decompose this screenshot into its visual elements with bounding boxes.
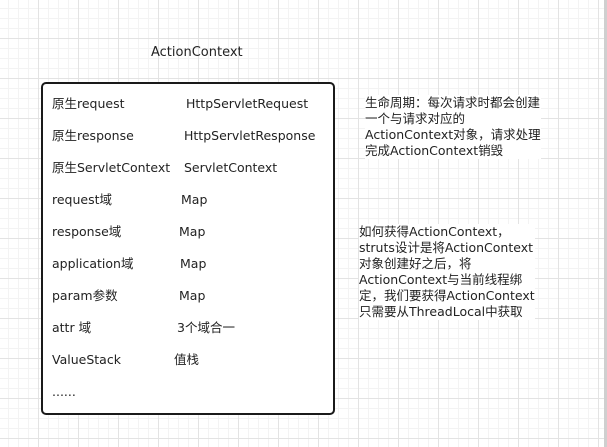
howto-note: 如何获得ActionContext， struts设计是将ActionConte… <box>359 224 535 320</box>
lifecycle-note-line: 一个与请求对应的 <box>365 111 466 126</box>
row-value-2: ServletContext <box>184 160 278 175</box>
lifecycle-note-line: ActionContext对象，请求处理 <box>365 127 541 142</box>
row-value-4: Map <box>179 224 206 239</box>
row-key-8: ValueStack <box>52 352 121 367</box>
howto-note-line: 对象创建好之后，将 <box>359 256 472 271</box>
lifecycle-note-line: 完成ActionContext销毁 <box>365 143 504 158</box>
row-key-9: ...... <box>52 384 76 399</box>
row-value-6: Map <box>179 288 206 303</box>
row-key-0: 原生request <box>52 96 125 111</box>
row-value-0: HttpServletRequest <box>186 96 309 111</box>
row-key-7: attr 域 <box>52 320 92 335</box>
row-value-7: 3个域合一 <box>177 320 235 335</box>
lifecycle-note-line: 生命周期：每次请求时都会创建 <box>365 95 541 110</box>
row-key-1: 原生response <box>52 128 134 143</box>
row-key-5: application域 <box>52 256 134 271</box>
howto-note-line: 定，我们要获得ActionContext <box>359 288 535 303</box>
row-key-2: 原生ServletContext <box>52 160 171 175</box>
canvas-right-edge <box>604 0 607 447</box>
row-value-3: Map <box>181 192 208 207</box>
row-key-6: param参数 <box>52 288 118 303</box>
howto-note-line: struts设计是将ActionContext <box>359 240 534 255</box>
howto-note-line: 如何获得ActionContext， <box>359 224 510 239</box>
row-value-5: Map <box>180 256 207 271</box>
row-key-4: response域 <box>52 224 122 239</box>
row-value-1: HttpServletResponse <box>184 128 316 143</box>
action-context-box <box>41 82 335 415</box>
howto-note-line: ActionContext与当前线程绑 <box>359 272 523 287</box>
lifecycle-note: 生命周期：每次请求时都会创建 一个与请求对应的 ActionContext对象，… <box>365 95 541 159</box>
howto-note-line: 只需要从ThreadLocal中获取 <box>359 304 523 319</box>
diagram-title: ActionContext <box>151 45 243 60</box>
row-value-8: 值栈 <box>174 352 200 367</box>
row-key-3: request域 <box>52 192 113 207</box>
